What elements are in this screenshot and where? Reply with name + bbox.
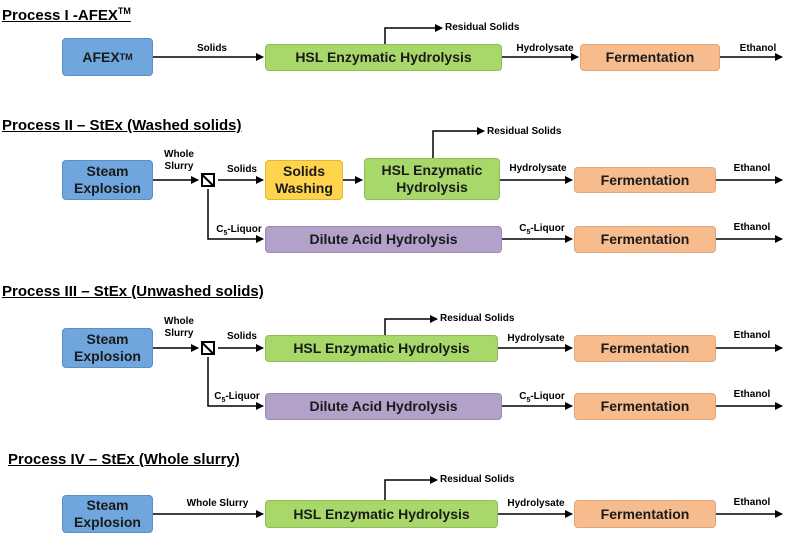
p3-label-ethanol-1: Ethanol <box>733 330 771 341</box>
p2-splitter-icon <box>201 173 215 187</box>
p2-fermentation-box-2: Fermentation <box>574 226 716 253</box>
p3-label-whole-slurry: Whole Slurry <box>164 316 194 339</box>
p3-label-c5-liquor-2: C5-Liquor <box>519 391 565 404</box>
p2-label-whole-slurry: Whole Slurry <box>164 149 194 172</box>
p3-label-c5-liquor-1: C5-Liquor <box>214 391 260 404</box>
p3-label-ethanol-2: Ethanol <box>733 389 771 400</box>
p1-label-residual: Residual Solids <box>445 22 520 33</box>
p1-hsl-box: HSL Enzymatic Hydrolysis <box>265 44 502 71</box>
p3-splitter-icon <box>201 341 215 355</box>
p2-title: Process II – StEx (Washed solids) <box>2 117 242 134</box>
p3-title: Process III – StEx (Unwashed solids) <box>2 283 264 300</box>
p4-label-residual: Residual Solids <box>440 474 515 485</box>
p4-steam-box: Steam Explosion <box>62 495 153 533</box>
p2-label-c5-liquor-1: C5-Liquor <box>216 224 262 237</box>
p1-label-ethanol: Ethanol <box>739 43 777 54</box>
p3-fermentation-box-2: Fermentation <box>574 393 716 420</box>
p1-arrow-residual <box>384 24 443 44</box>
p3-label-solids: Solids <box>226 331 257 342</box>
p2-arrow-residual <box>432 127 485 158</box>
p4-label-hydrolysate: Hydrolysate <box>507 498 565 509</box>
p3-label-residual: Residual Solids <box>440 313 515 324</box>
p2-fermentation-box-1: Fermentation <box>574 167 716 193</box>
p4-label-ethanol: Ethanol <box>733 497 771 508</box>
p2-label-residual: Residual Solids <box>487 126 562 137</box>
p4-title: Process IV – StEx (Whole slurry) <box>8 451 240 468</box>
p2-label-c5-liquor-2: C5-Liquor <box>519 223 565 236</box>
p2-label-ethanol-2: Ethanol <box>733 222 771 233</box>
p1-label-solids: Solids <box>196 43 227 54</box>
p3-steam-box: Steam Explosion <box>62 328 153 368</box>
p1-label-hydrolysate: Hydrolysate <box>516 43 574 54</box>
p2-label-solids: Solids <box>226 164 257 175</box>
p2-dilute-acid-box: Dilute Acid Hydrolysis <box>265 226 502 253</box>
p1-title: Process I -AFEXTM <box>2 6 131 24</box>
p3-arrow-residual <box>384 315 438 335</box>
p2-hsl-box: HSL Enzymatic Hydrolysis <box>364 158 500 200</box>
p4-hsl-box: HSL Enzymatic Hydrolysis <box>265 500 498 528</box>
p1-fermentation-box: Fermentation <box>580 44 720 71</box>
p2-steam-box: Steam Explosion <box>62 160 153 200</box>
p4-fermentation-box: Fermentation <box>574 500 716 528</box>
p3-fermentation-box-1: Fermentation <box>574 335 716 362</box>
p3-label-hydrolysate: Hydrolysate <box>507 333 565 344</box>
p2-label-ethanol-1: Ethanol <box>733 163 771 174</box>
p4-arrow-residual <box>384 476 438 500</box>
p2-washing-box: Solids Washing <box>265 160 343 200</box>
p3-dilute-acid-box: Dilute Acid Hydrolysis <box>265 393 502 420</box>
p4-label-whole-slurry: Whole Slurry <box>186 498 249 509</box>
p2-label-hydrolysate: Hydrolysate <box>509 163 567 174</box>
p3-hsl-box: HSL Enzymatic Hydrolysis <box>265 335 498 362</box>
